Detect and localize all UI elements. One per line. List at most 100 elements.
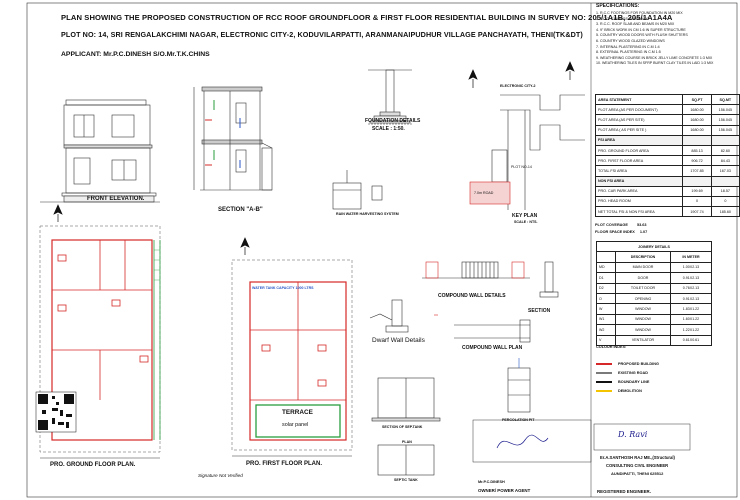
north-arrow-icon bbox=[240, 237, 250, 255]
key-plan bbox=[469, 94, 585, 210]
area-row-label: FSI AREA bbox=[594, 134, 684, 146]
front-elevation bbox=[40, 99, 160, 203]
colour-index-item: BOUNDARY LINE bbox=[596, 377, 659, 386]
foundation-label: FOUNDATION DETAILS bbox=[365, 118, 421, 124]
area-row-label: PRO. GROUND FLOOR AREA bbox=[594, 144, 684, 157]
drawing-title: PLAN SHOWING THE PROPOSED CONSTRUCTION O… bbox=[61, 13, 673, 22]
joinery-cell: 1.00X2.13 bbox=[670, 261, 712, 274]
colour-index-label: DEMOLITION bbox=[618, 388, 642, 393]
first-floor-plan bbox=[231, 259, 353, 457]
joinery-cell: TOILET DOOR bbox=[615, 282, 671, 294]
area-statement: AREA STATEMENT SQ.FT SQ.MT PLOT AREA (AS… bbox=[594, 93, 740, 235]
section-colored-marks bbox=[205, 100, 241, 168]
area-row-value bbox=[682, 175, 712, 187]
applicant-name: APPLICANT: Mr.P.C.DINESH S/O.Mr.T.K.CHIN… bbox=[61, 51, 210, 58]
joinery-cell: 1.60X1.22 bbox=[670, 313, 712, 326]
colour-swatch bbox=[596, 380, 612, 383]
area-row-label: PRO. HEAD ROOM bbox=[594, 195, 684, 208]
area-row-value: 1707.85 bbox=[682, 165, 712, 177]
north-arrow-icon bbox=[468, 69, 478, 88]
spec-item: 3. R.C.C. ROOF SLAB AND BEAMS IN M20 MIX bbox=[596, 22, 675, 27]
fsi-label: FLOOR SPACE INDEX bbox=[595, 230, 635, 235]
area-row-label: PLOT AREA ( AS PER SITE ) bbox=[594, 124, 684, 136]
fsi-value: 1.07 bbox=[639, 230, 648, 235]
septic-tank-label: SEPTIC TANK bbox=[394, 478, 418, 482]
joinery-cell: 1.22X1.22 bbox=[670, 324, 712, 336]
solar-panel-label: solar panel bbox=[282, 422, 309, 428]
sep-tank-label: SECTION OF SEP.TANK bbox=[382, 425, 423, 429]
area-row-label: PLOT AREA (AS PER DOCUMENT) bbox=[594, 104, 684, 116]
joinery-cell: OPENING bbox=[615, 292, 671, 305]
key-plan-label: KEY PLAN bbox=[512, 213, 538, 219]
section-cw-label: SECTION bbox=[528, 308, 551, 314]
joinery-cell: 0.61X0.61 bbox=[670, 334, 712, 346]
spec-item: 1. R.C.C FOOTINGS FOR FOUNDATION IN M20 … bbox=[596, 11, 683, 15]
engineer-stamp-box bbox=[593, 423, 691, 451]
ground-floor-label: PRO. GROUND FLOOR PLAN. bbox=[50, 462, 136, 468]
area-row-label: PRO. CAR PARK AREA bbox=[594, 185, 684, 197]
area-row-label: PLOT AREA (AS PER SITE) bbox=[594, 114, 684, 126]
joinery-cell: 0.76X2.13 bbox=[670, 282, 712, 294]
joinery-cell: O bbox=[596, 292, 616, 305]
spec-item: 4. 9" BRICK WORK IN CM 1:6 IN SUPER STRU… bbox=[596, 27, 686, 32]
ground-floor-plan bbox=[39, 225, 161, 459]
first-floor-label: PRO. FIRST FLOOR PLAN. bbox=[246, 461, 322, 467]
area-row-value: 185.60 bbox=[710, 206, 740, 218]
colour-index-label: BOUNDARY LINE bbox=[618, 379, 650, 384]
area-unit-sqft: SQ.FT bbox=[682, 93, 712, 106]
specifications-title: SPECIFICATIONS: bbox=[596, 3, 640, 9]
area-row-value: 156.045 bbox=[710, 104, 740, 116]
spec-item: 10. WEATHERING TILES IN SFRP BURNT CLAY … bbox=[596, 61, 714, 66]
joinery-cell: MAIN DOOR bbox=[615, 261, 671, 274]
specifications-block: SPECIFICATIONS: 1. R.C.C FOOTINGS FOR FO… bbox=[596, 3, 713, 67]
rain-water-label: RAIN WATER HARVESTING SYSTEM bbox=[336, 212, 399, 216]
rain-water-pit bbox=[332, 170, 383, 210]
compound-wall-details-label: COMPOUND WALL DETAILS bbox=[438, 293, 506, 299]
owner-sign-box bbox=[472, 419, 592, 463]
colour-swatch bbox=[596, 371, 612, 374]
qr-code bbox=[35, 391, 77, 433]
joinery-cell: 0.91X2.13 bbox=[670, 272, 712, 284]
spec-item: 8. EXTERNAL PLASTERING IN C.M 1:5 bbox=[596, 50, 661, 55]
joinery-cell: 1.83X1.22 bbox=[670, 303, 712, 315]
plot-address: PLOT NO: 14, SRI RENGALAKCHIMI NAGAR, EL… bbox=[61, 30, 583, 39]
joinery-header: IN METER bbox=[670, 251, 712, 263]
joinery-cell: VENTILATOR bbox=[615, 334, 671, 346]
area-row-value: 1680.00 bbox=[682, 104, 712, 116]
joinery-cell: WINDOW bbox=[615, 313, 671, 326]
registered-engineer: REGISTERED ENGINEER. bbox=[597, 489, 651, 494]
area-statement-title: AREA STATEMENT bbox=[594, 93, 684, 106]
joinery-cell: WINDOW bbox=[615, 303, 671, 315]
colour-swatch bbox=[596, 362, 612, 365]
area-row-value: 1680.00 bbox=[682, 124, 712, 136]
spec-item: 7. INTERNAL PLASTERING IN C.M 1:4 bbox=[596, 44, 660, 49]
section-ab bbox=[193, 86, 273, 191]
joinery-cell: D1 bbox=[596, 272, 616, 284]
percolation-pit-label: PERCOLATION PIT bbox=[502, 418, 535, 422]
area-row-value: 1680.00 bbox=[682, 114, 712, 126]
joinery-header bbox=[596, 251, 616, 263]
plot-coverage-label: PLOT COVERAGE bbox=[595, 223, 628, 228]
section-label: SECTION "A-B" bbox=[218, 207, 263, 213]
area-row-value: 167.03 bbox=[710, 165, 740, 177]
water-tank-label: WATER TANK CAPACITY 1000 LTRS bbox=[252, 286, 314, 290]
area-row-value: 82.60 bbox=[710, 144, 740, 157]
area-row-value: 885.13 bbox=[682, 144, 712, 157]
area-row-value: 906.72 bbox=[682, 155, 712, 167]
area-row-value bbox=[710, 175, 740, 187]
area-row-value: 1907.74 bbox=[682, 206, 712, 218]
electronic-city-label: ELECTRONIC CITY-2 bbox=[500, 84, 536, 88]
spec-item: 9. WEATHERING COURSE IN BRICK JELLY LIME… bbox=[596, 55, 713, 60]
